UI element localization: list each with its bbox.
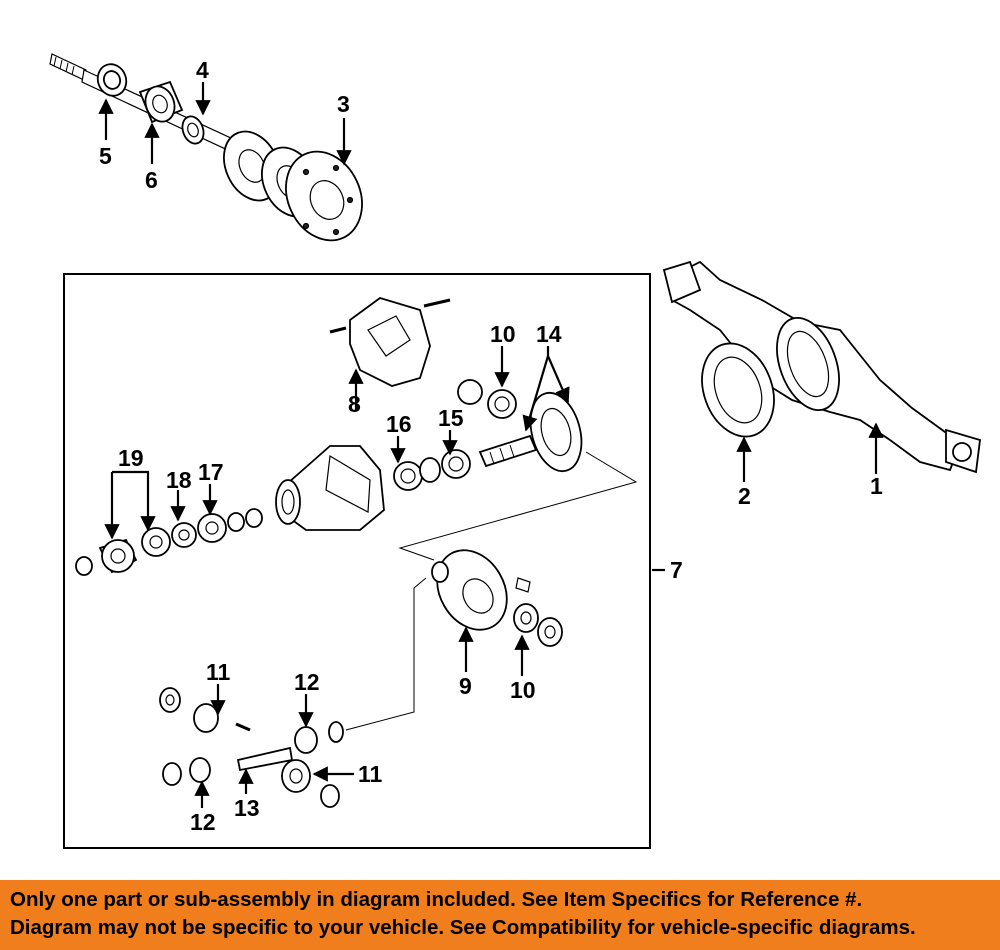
pinion-bearings-row xyxy=(393,379,517,491)
callout-16: 16 xyxy=(386,411,412,437)
callout-11-right: 11 xyxy=(358,761,383,787)
callout-12-top: 12 xyxy=(294,669,320,695)
differential-case xyxy=(431,549,563,647)
callout-8: 8 xyxy=(348,391,361,417)
carrier-assembly-frame xyxy=(63,273,651,849)
callout-19: 19 xyxy=(118,445,144,471)
differential-gears xyxy=(159,577,427,808)
axle-shaft-assembly xyxy=(49,53,363,242)
callout-labels: 1 2 3 4 5 6 7 8 9 10 10 11 11 12 12 13 1… xyxy=(99,57,883,835)
callout-3: 3 xyxy=(337,91,350,117)
callout-11-left: 11 xyxy=(206,659,231,685)
callout-6: 6 xyxy=(145,167,158,193)
callout-5: 5 xyxy=(99,143,112,169)
bearing-cap xyxy=(329,297,451,387)
axle-housing xyxy=(662,260,981,474)
callout-10-top: 10 xyxy=(490,321,516,347)
callout-17: 17 xyxy=(198,459,224,485)
parts-diagram: 1 2 3 4 5 6 7 8 9 10 10 11 11 12 12 13 1… xyxy=(49,53,981,849)
callout-1: 1 xyxy=(870,473,883,499)
callout-13: 13 xyxy=(234,795,260,821)
disclaimer-line-1: Only one part or sub-assembly in diagram… xyxy=(10,888,863,911)
carrier-case xyxy=(275,445,385,531)
callout-7: 7 xyxy=(670,557,683,583)
disclaimer-banner: Only one part or sub-assembly in diagram… xyxy=(0,880,1000,950)
ring-and-pinion xyxy=(398,391,638,561)
callout-15: 15 xyxy=(438,405,464,431)
disclaimer-line-2: Diagram may not be specific to your vehi… xyxy=(10,916,916,939)
callout-2: 2 xyxy=(738,483,751,509)
callout-14: 14 xyxy=(536,321,562,347)
callout-18: 18 xyxy=(166,467,192,493)
callout-12-bottom: 12 xyxy=(190,809,216,835)
callout-9: 9 xyxy=(459,673,472,699)
callout-4: 4 xyxy=(196,57,209,83)
leader-lines xyxy=(98,82,884,808)
companion-flange-row xyxy=(75,508,263,576)
callout-10-bottom: 10 xyxy=(510,677,536,703)
